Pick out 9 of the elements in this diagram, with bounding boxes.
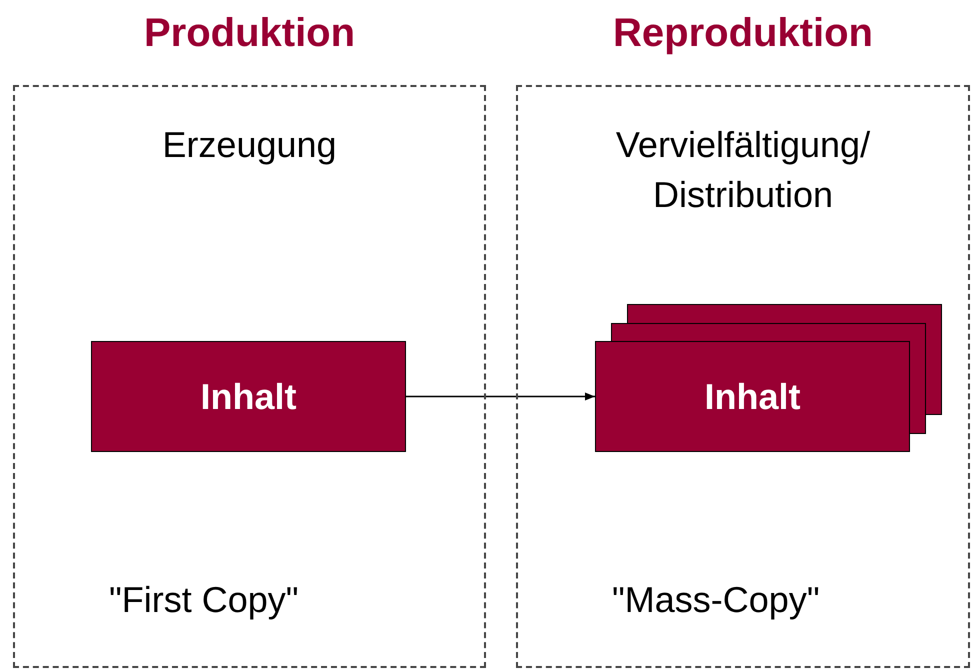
- section-heading: Produktion: [142, 10, 356, 57]
- section-heading: Reproduktion: [612, 10, 874, 57]
- copy-label: "First Copy": [109, 578, 299, 622]
- arrow: [406, 392, 595, 400]
- stage-title: Erzeugung: [161, 123, 338, 167]
- content-label: Inhalt: [200, 374, 296, 418]
- copy-label: "Mass-Copy": [612, 578, 820, 622]
- stage-title: Vervielfältigung/ Distribution: [614, 123, 872, 217]
- content-label: Inhalt: [704, 374, 800, 418]
